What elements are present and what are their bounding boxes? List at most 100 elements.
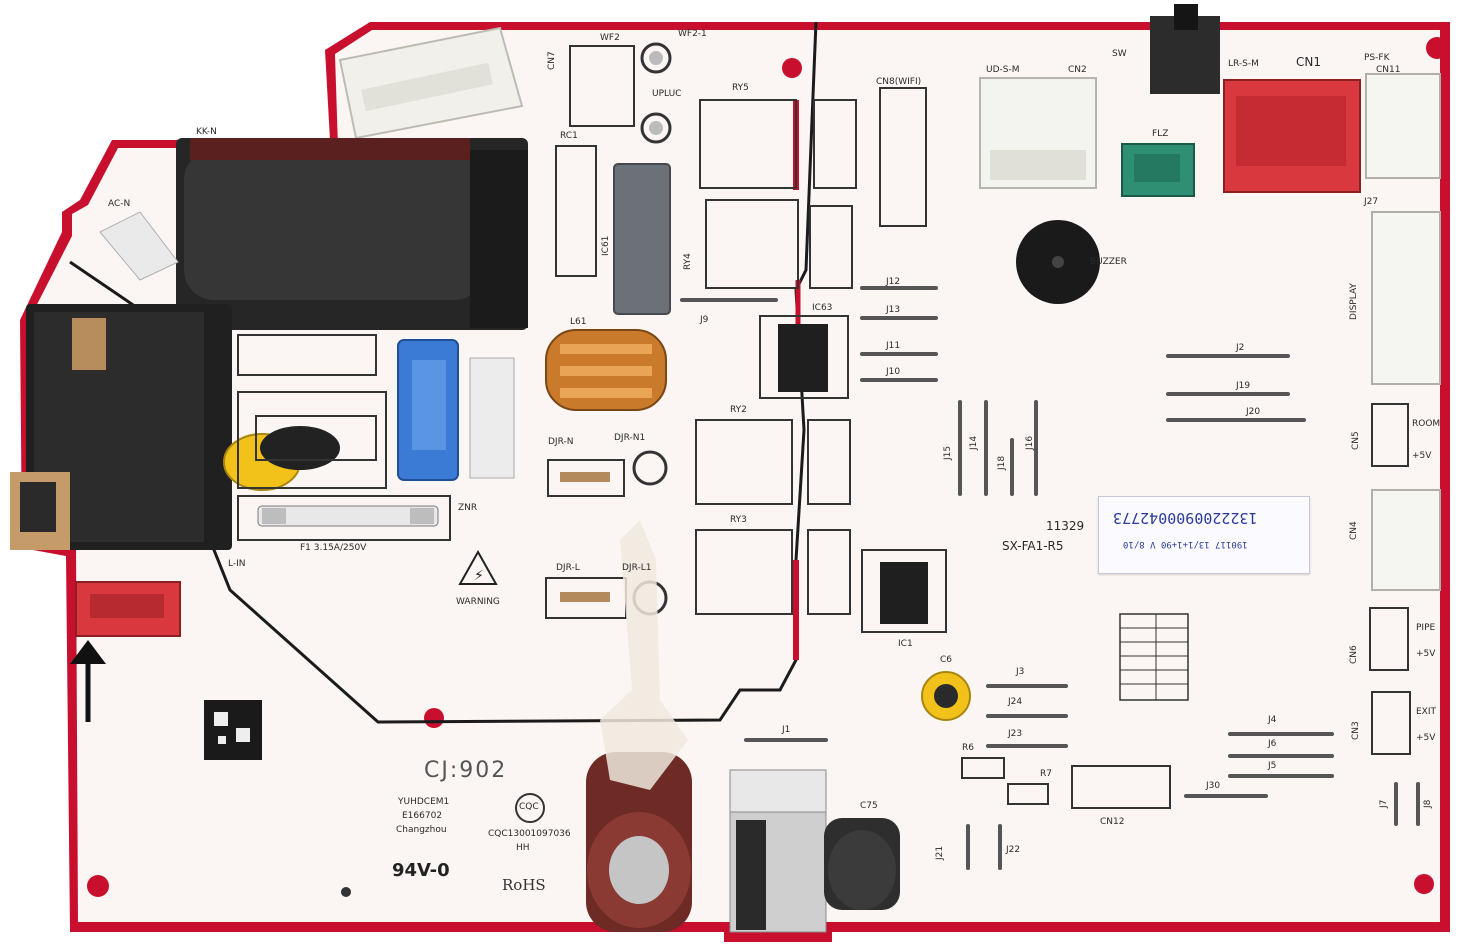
- label-znr: ZNR: [458, 503, 478, 513]
- label-rc1: RC1: [560, 131, 578, 141]
- label-j30: J30: [1206, 781, 1221, 791]
- label-wf2: WF2: [600, 33, 620, 43]
- label-fuse: F1 3.15A/250V: [300, 543, 367, 553]
- label-ul: YUHDCEM1: [398, 797, 450, 807]
- ic1-chip: [861, 549, 947, 633]
- label-94v-0: 94V-0: [392, 860, 450, 881]
- label-cj902: CJ:902: [424, 758, 508, 783]
- label-j2: J2: [1236, 343, 1245, 353]
- label-exit: EXIT: [1416, 707, 1437, 717]
- label-djr-n1: DJR-N1: [614, 433, 646, 443]
- label-ry3: RY3: [730, 515, 747, 525]
- label-j18: J18: [997, 455, 1007, 470]
- label-cn5: CN5: [1351, 431, 1361, 450]
- label-display: DISPLAY: [1349, 283, 1359, 320]
- label-c75: C75: [860, 801, 878, 811]
- label-j11: J11: [886, 341, 901, 351]
- toroid-coil: [545, 329, 667, 411]
- label-hh: HH: [516, 843, 530, 853]
- label-c6: C6: [940, 655, 953, 665]
- label-flz: FLZ: [1152, 129, 1169, 139]
- label-model-a: 11329: [1046, 519, 1085, 533]
- label-ud-s-m: UD-S-M: [986, 65, 1020, 75]
- label-ic61: IC61: [601, 235, 611, 256]
- main-relay: [10, 304, 232, 550]
- label-j20: J20: [1246, 407, 1261, 417]
- serial-sticker: 1322200900042773 190117 13/1+1+90 V 8/10: [1098, 496, 1310, 574]
- label-kk-n: KK-N: [196, 127, 217, 137]
- c75-capacitor: [824, 818, 900, 910]
- label-plus5v-exit: +5V: [1416, 733, 1436, 743]
- label-ry2: RY2: [730, 405, 747, 415]
- sticker-sub: 190117 13/1+1+90 V 8/10: [1123, 539, 1248, 549]
- label-j16: J16: [1025, 435, 1035, 450]
- label-j13: J13: [886, 305, 901, 315]
- label-buzzer: BUZZER: [1090, 257, 1127, 267]
- label-cn1: CN1: [1296, 55, 1321, 69]
- label-r7: R7: [1040, 769, 1052, 779]
- label-rohs: RoHS: [502, 876, 546, 894]
- electrolytic-capacitor: [586, 752, 692, 932]
- label-cqc: CQC: [519, 802, 539, 812]
- label-cqc-number: CQC13001097036: [488, 829, 571, 839]
- display-connector: [1371, 211, 1441, 385]
- white-connector-cn4: [1371, 489, 1441, 591]
- label-warning: WARNING: [456, 597, 500, 607]
- label-j1: J1: [782, 725, 791, 735]
- label-cn3-right: CN3: [1351, 721, 1361, 740]
- label-model-b: SX-FA1-R5: [1002, 539, 1064, 553]
- power-relay: [176, 138, 528, 330]
- label-upluc: UPLUC: [652, 89, 682, 99]
- label-room: ROOM: [1412, 419, 1441, 429]
- label-ic1: IC1: [898, 639, 913, 649]
- label-ic63: IC63: [812, 303, 833, 313]
- label-cn8: CN8(WIFI): [876, 77, 922, 87]
- label-cn4: CN4: [1349, 521, 1359, 540]
- label-j22: J22: [1006, 845, 1021, 855]
- label-j21: J21: [935, 845, 945, 860]
- label-j6: J6: [1268, 739, 1277, 749]
- label-plus5v-pipe: +5V: [1416, 649, 1436, 659]
- label-j14: J14: [969, 435, 979, 450]
- label-j24: J24: [1008, 697, 1023, 707]
- ic63-chip: [759, 315, 849, 399]
- label-j9: J9: [700, 315, 709, 325]
- sticker-number: 1322200900042773: [1113, 509, 1258, 527]
- label-j10: J10: [886, 367, 901, 377]
- label-lr-s-m: LR-S-M: [1228, 59, 1259, 69]
- label-j4: J4: [1268, 715, 1277, 725]
- label-wf2-1: WF2-1: [678, 29, 707, 39]
- label-djr-n: DJR-N: [548, 437, 574, 447]
- label-cn11: CN11: [1376, 65, 1401, 75]
- label-j19: J19: [1236, 381, 1251, 391]
- label-r6: R6: [962, 743, 974, 753]
- label-e-number: E166702: [402, 811, 443, 821]
- label-j12: J12: [886, 277, 901, 287]
- voltage-regulator: [729, 769, 827, 933]
- label-djr-l1: DJR-L1: [622, 563, 652, 573]
- qr-code: [204, 700, 262, 760]
- label-ps-fk: PS-FK: [1364, 53, 1390, 63]
- label-j5: J5: [1268, 761, 1277, 771]
- label-l-in: L-IN: [228, 559, 246, 569]
- label-j27: J27: [1364, 197, 1379, 207]
- label-cn12: CN12: [1100, 817, 1125, 827]
- label-cn7: CN7: [547, 51, 557, 70]
- label-j8: J8: [1423, 799, 1433, 808]
- svg-text:⚡: ⚡: [474, 568, 484, 584]
- label-plus5v-room: +5V: [1412, 451, 1432, 461]
- label-djr-l: DJR-L: [556, 563, 580, 573]
- label-sw: SW: [1112, 49, 1127, 59]
- label-j23: J23: [1008, 729, 1023, 739]
- label-cn2: CN2: [1068, 65, 1087, 75]
- label-j7: J7: [1379, 799, 1389, 808]
- mounting-hole: [1426, 37, 1448, 59]
- label-ry4: RY4: [683, 253, 693, 270]
- ic61-component: [613, 163, 671, 315]
- label-city: Changzhou: [396, 825, 447, 835]
- label-ac-n: AC-N: [108, 199, 131, 209]
- label-ry5: RY5: [732, 83, 749, 93]
- label-j15: J15: [943, 445, 953, 460]
- white-connector-top: [338, 26, 524, 140]
